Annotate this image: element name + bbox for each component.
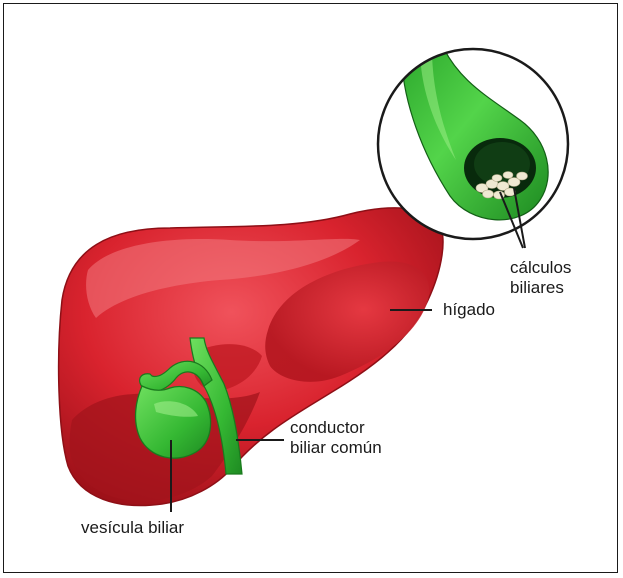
liver-label-text: hígado bbox=[443, 300, 495, 320]
gallstones-label-line2: biliares bbox=[510, 278, 600, 298]
liver-label: hígado bbox=[443, 300, 495, 320]
duct-label-line1: conductor bbox=[290, 418, 382, 438]
duct-label-line2: biliar común bbox=[290, 438, 382, 458]
liver bbox=[59, 208, 443, 506]
gallbladder-label-text: vesícula biliar bbox=[81, 518, 184, 538]
gallstone-inset bbox=[378, 40, 568, 239]
common-bile-duct-label: conductor biliar común bbox=[290, 418, 382, 458]
gallbladder-label: vesícula biliar bbox=[81, 518, 184, 538]
gallbladder bbox=[136, 386, 211, 458]
gallstones-label: cálculos biliares bbox=[510, 258, 600, 298]
gallstones-label-line1: cálculos bbox=[510, 258, 600, 278]
